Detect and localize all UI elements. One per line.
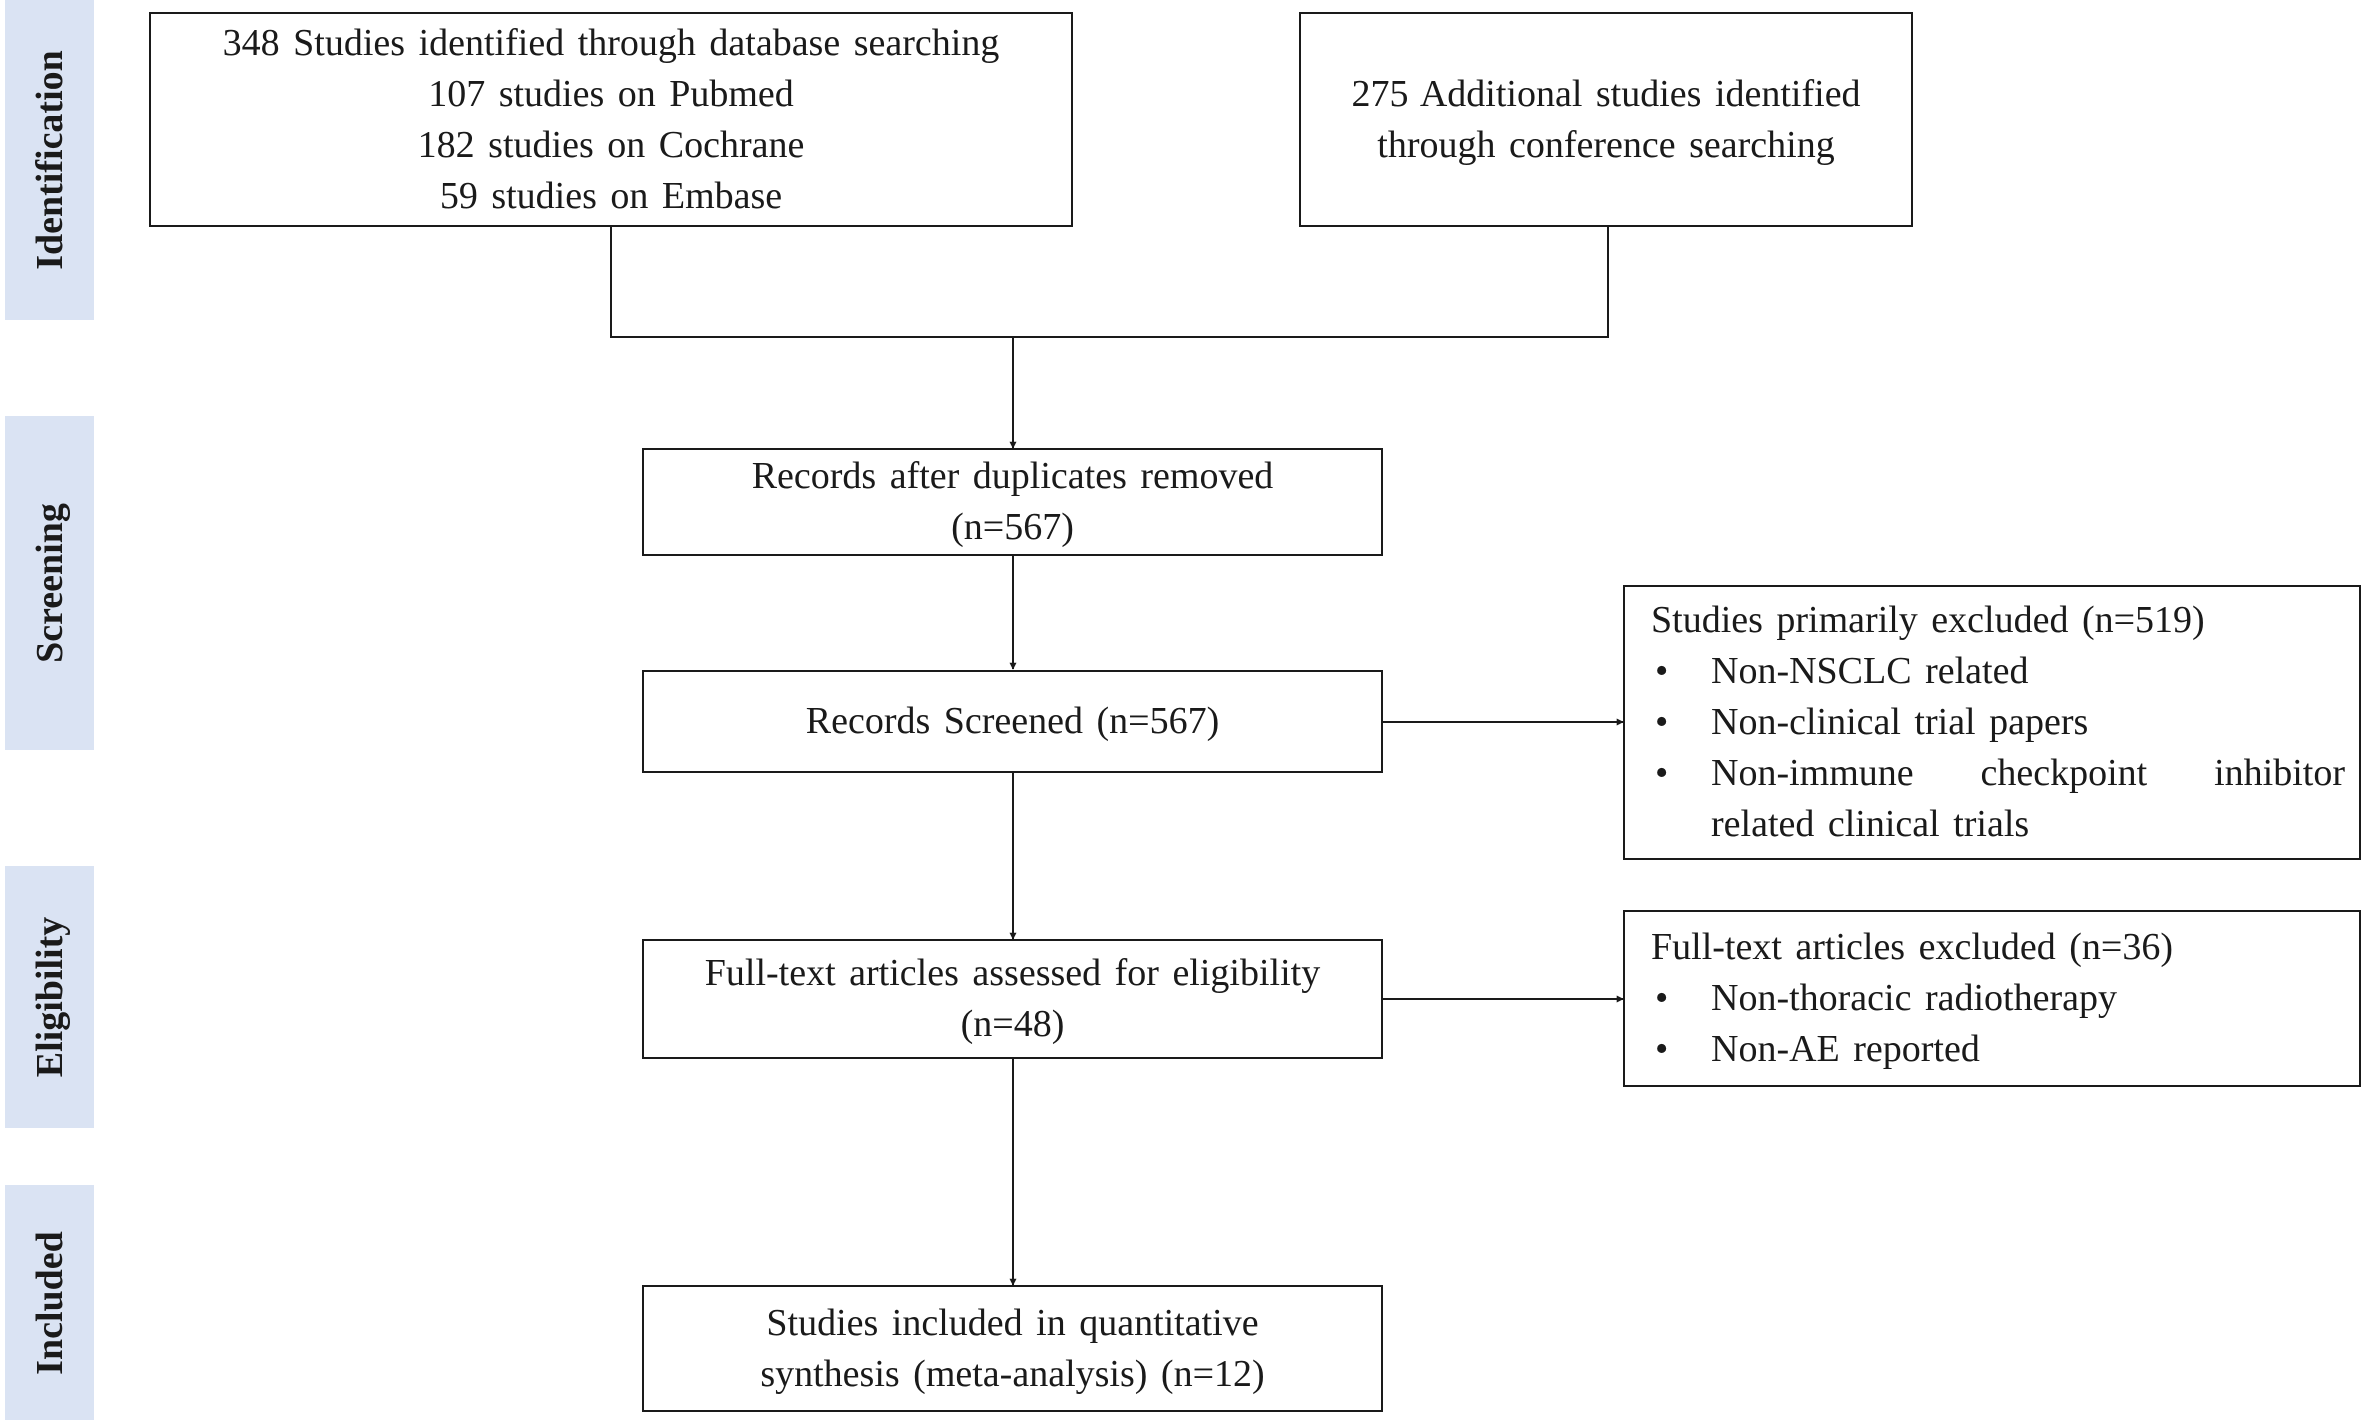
studies-included-box: Studies included in quantitative synthes… [642,1285,1383,1412]
list-item: Non-thoracic radiotherapy [1651,973,2345,1024]
conference-search-box: 275 Additional studies identified throug… [1299,12,1913,227]
list-item: Non-NSCLC related [1651,646,2345,697]
list-item: Non-clinical trial papers [1651,697,2345,748]
database-search-box: 348 Studies identified through database … [149,12,1073,227]
fulltext-excluded-box: Full-text articles excluded (n=36) Non-t… [1623,910,2361,1087]
list-item: Non-immune checkpoint inhibitor related … [1651,748,2345,850]
merge-connector [610,225,1609,338]
records-screened-box: Records Screened (n=567) [642,670,1383,773]
duplicates-removed-box: Records after duplicates removed (n=567) [642,448,1383,556]
list-item: Non-AE reported [1651,1024,2345,1075]
stage-label-eligibility: Eligibility [5,866,94,1128]
stage-label-included: Included [5,1185,94,1420]
fulltext-excluded-list: Non-thoracic radiotherapy Non-AE reporte… [1651,973,2345,1075]
primary-excluded-title: Studies primarily excluded (n=519) [1651,599,2205,641]
stage-label-identification: Identification [5,0,94,320]
primary-excluded-box: Studies primarily excluded (n=519) Non-N… [1623,585,2361,860]
fulltext-excluded-title: Full-text articles excluded (n=36) [1651,926,2173,968]
primary-excluded-list: Non-NSCLC related Non-clinical trial pap… [1651,646,2345,850]
stage-label-screening: Screening [5,416,94,750]
eligibility-assessed-box: Full-text articles assessed for eligibil… [642,939,1383,1059]
